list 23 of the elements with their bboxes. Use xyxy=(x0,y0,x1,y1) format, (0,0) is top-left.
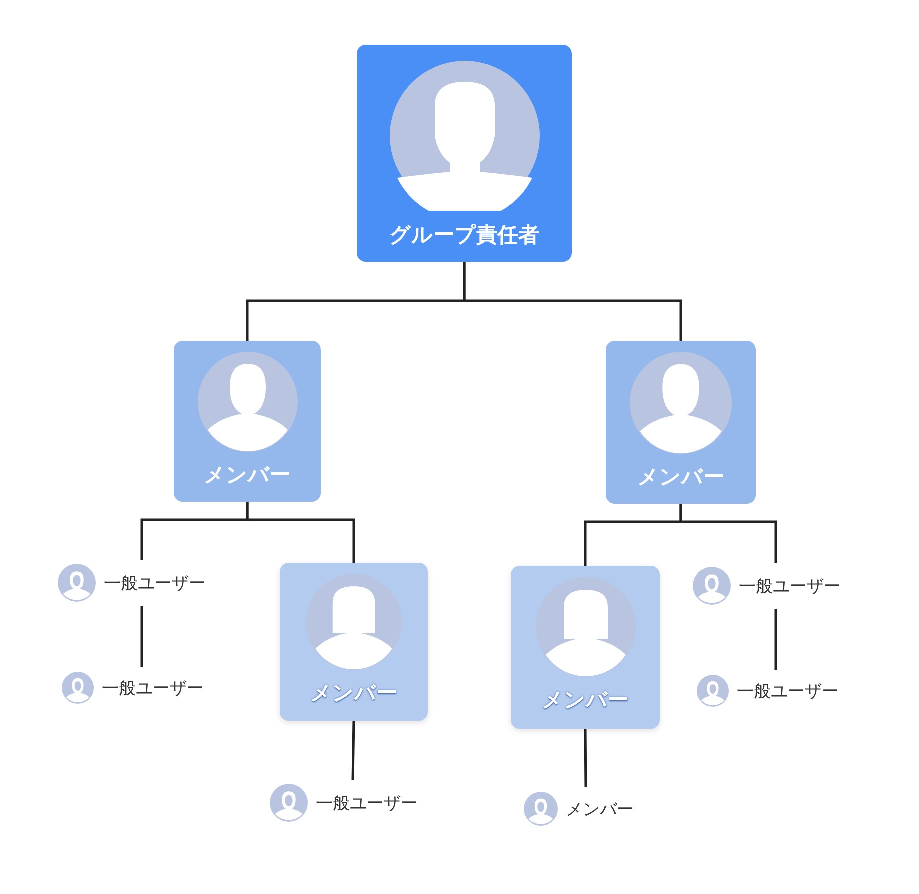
connector-line xyxy=(246,502,356,563)
user-label: 一般ユーザー xyxy=(737,680,839,702)
user-label: メンバー xyxy=(566,798,634,820)
user-label: 一般ユーザー xyxy=(316,792,418,814)
member-card xyxy=(357,45,572,262)
member-card xyxy=(174,341,321,502)
connector-line xyxy=(140,606,144,667)
user-label: 一般ユーザー xyxy=(739,576,841,598)
role-label: メンバー xyxy=(636,464,726,491)
connector-line xyxy=(584,728,588,788)
user-label: 一般ユーザー xyxy=(104,572,206,594)
member-card xyxy=(280,563,428,721)
role-label: メンバー xyxy=(541,687,630,714)
connector-line xyxy=(463,262,682,341)
role-label: メンバー xyxy=(203,462,292,489)
role-label: グループ責任者 xyxy=(388,222,540,249)
member-card xyxy=(511,566,660,729)
member-card xyxy=(606,341,756,504)
connector-line xyxy=(774,609,778,670)
connector-line xyxy=(680,504,778,563)
role-label: メンバー xyxy=(310,680,398,707)
connector-line xyxy=(352,720,356,780)
user-label: 一般ユーザー xyxy=(102,678,204,700)
